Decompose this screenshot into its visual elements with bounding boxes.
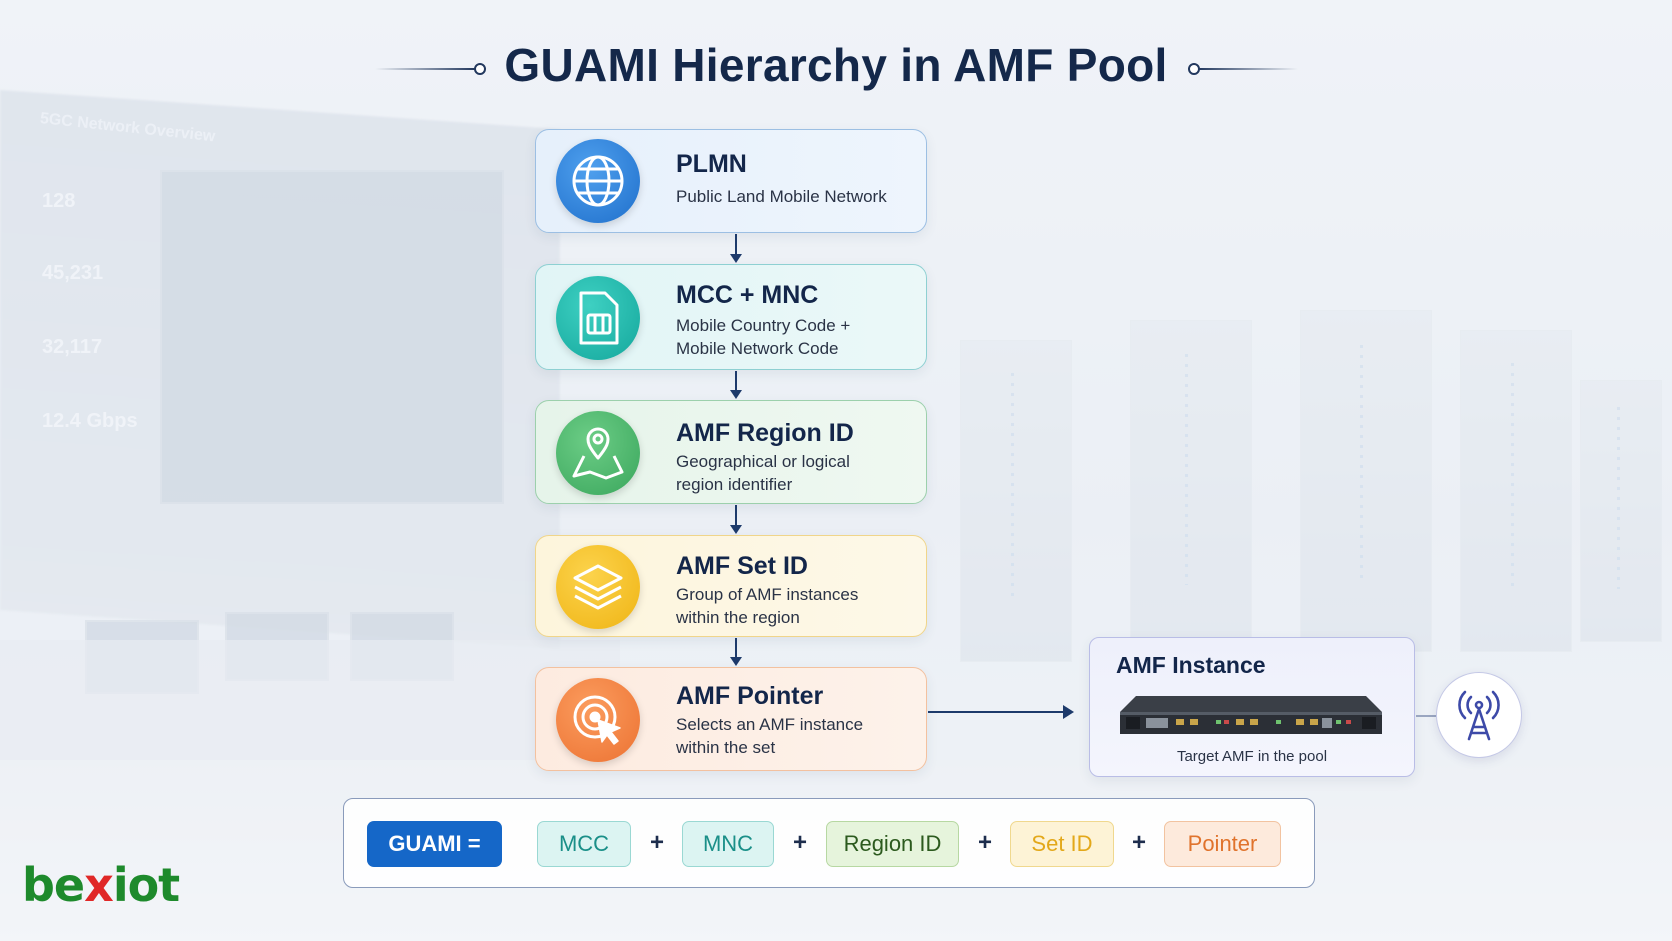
page-title: GUAMI Hierarchy in AMF Pool [504,39,1168,91]
sim-card-icon [556,276,640,360]
server-icon [1116,690,1386,747]
plus-operator: + [1132,829,1147,856]
server-rack [1130,320,1252,652]
dashboard-value: 45,231 [42,262,104,284]
desk [0,640,620,760]
formula-set-id: Set ID [1010,821,1114,867]
plmn-card: PLMN Public Land Mobile Network [535,129,927,233]
world-map-screen [160,170,504,504]
card-description: Public Land Mobile Network [676,187,887,206]
dashboard-value: 32,117 [42,336,103,358]
card-description: Mobile Country Code + Mobile Network Cod… [676,316,851,358]
card-description: Selects an AMF instance within the set [676,715,864,757]
card-title: MCC + MNC [676,281,819,309]
card-title: AMF Region ID [676,419,854,447]
title-rule-right [1198,68,1298,70]
instance-tower-link [1416,715,1436,717]
map-pin-icon [556,411,640,495]
guami-formula: GUAMI = MCC + MNC + Region ID + Set ID +… [343,798,1315,888]
plus-operator: + [793,829,808,856]
connector-arrow [730,638,742,666]
title-rule-dot [474,63,486,75]
logo-text: be [22,858,85,912]
layers-icon [556,545,640,629]
formula-mnc: MNC [682,821,774,867]
dashboard-value: 12.4 Gbps [42,410,138,432]
mcc-mnc-card: MCC + MNC Mobile Country Code + Mobile N… [535,264,927,370]
connector-arrow [730,234,742,263]
title-rule-left [375,68,475,70]
card-description: Geographical or logical region identifie… [676,452,850,494]
antenna-tower-icon [1436,672,1522,758]
card-title: AMF Set ID [676,552,808,580]
server-rack [1300,310,1432,652]
card-description: Group of AMF instances within the region [676,585,859,627]
dashboard-value: 128 [42,190,76,212]
title-area: GUAMI Hierarchy in AMF Pool [0,38,1672,98]
formula-region-id: Region ID [826,821,959,867]
logo-text: iot [112,858,180,912]
amf-instance-card: AMF Instance Target AMF in the pool [1089,637,1415,777]
card-title: PLMN [676,150,747,178]
formula-pointer: Pointer [1164,821,1281,867]
plus-operator: + [650,829,665,856]
instance-title: AMF Instance [1116,652,1266,678]
bexiot-logo: bexiot [22,858,180,912]
card-title: AMF Pointer [676,682,824,710]
amf-region-card: AMF Region ID Geographical or logical re… [535,400,927,504]
pointer-to-instance-arrow [928,705,1074,719]
amf-set-card: AMF Set ID Group of AMF instances within… [535,535,927,637]
server-rack [1580,380,1662,642]
globe-icon [556,139,640,223]
logo-text: x [84,858,114,912]
plus-operator: + [978,829,993,856]
instance-subtitle: Target AMF in the pool [1176,748,1328,765]
connector-arrow [730,505,742,534]
formula-mcc: MCC [537,821,631,867]
formula-label: GUAMI = [367,821,502,867]
target-cursor-icon [556,678,640,762]
server-rack [960,340,1072,662]
connector-arrow [730,371,742,399]
amf-pointer-card: AMF Pointer Selects an AMF instance with… [535,667,927,771]
server-rack [1460,330,1572,652]
